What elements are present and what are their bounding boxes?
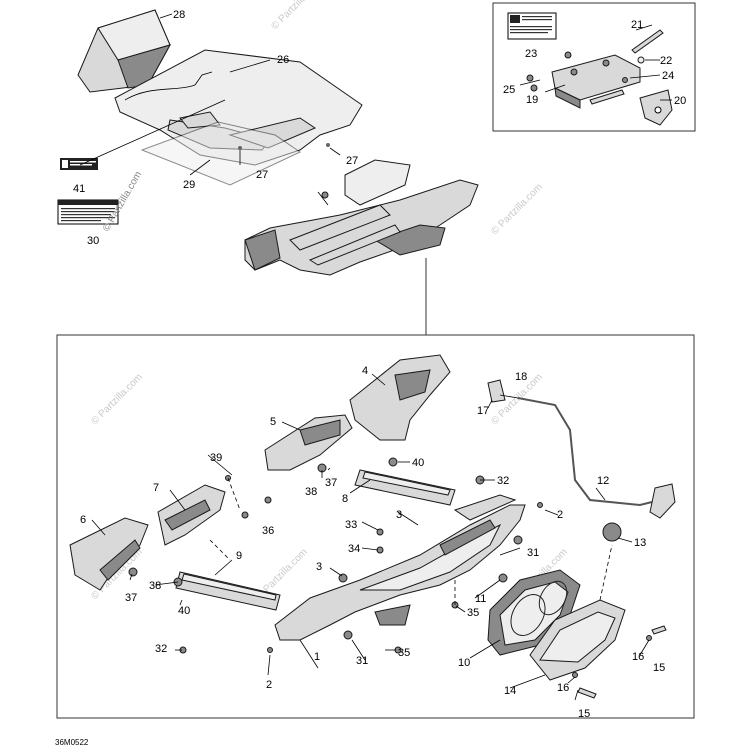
storage-cover — [77, 9, 172, 93]
callout-15a: 15 — [653, 662, 665, 674]
detail-box — [56, 334, 695, 719]
callout-36: 36 — [262, 525, 274, 537]
callout-35b: 35 — [398, 647, 410, 659]
callout-23: 23 — [525, 48, 537, 60]
clip-22 — [637, 56, 645, 64]
bulb-13 — [602, 522, 622, 542]
plate-20 — [639, 89, 673, 126]
callout-11: 11 — [475, 593, 486, 605]
callout-31a: 31 — [527, 547, 539, 559]
callout-35a: 35 — [467, 607, 479, 619]
callout-31b: 31 — [356, 655, 368, 667]
rail-8 — [354, 469, 456, 506]
callout-38b: 38 — [149, 580, 161, 592]
callout-16b: 16 — [557, 682, 569, 694]
bracket-7 — [157, 484, 226, 546]
bracket-5 — [264, 414, 353, 471]
callout-41: 41 — [73, 183, 85, 195]
callout-7: 7 — [153, 482, 159, 494]
decal-23 — [507, 12, 557, 40]
connector-17 — [487, 379, 506, 403]
nut-23 — [564, 51, 572, 59]
callout-8: 8 — [342, 493, 348, 505]
callout-15b: 15 — [578, 708, 590, 720]
callout-39: 39 — [210, 452, 222, 464]
wire-harness-12 — [517, 397, 661, 507]
callout-14: 14 — [504, 685, 516, 697]
callout-32a: 32 — [497, 475, 509, 487]
callout-40a: 40 — [412, 457, 424, 469]
callout-40b: 40 — [178, 605, 190, 617]
callout-37b: 37 — [125, 592, 137, 604]
bumper-1 — [274, 494, 526, 641]
callout-25: 25 — [503, 84, 515, 96]
callout-2b: 2 — [266, 679, 272, 691]
watermark: © Partzilla.com — [269, 0, 324, 32]
callout-27b: 27 — [256, 169, 268, 181]
washer-25 — [526, 74, 534, 82]
callout-33: 33 — [345, 519, 357, 531]
callout-12: 12 — [597, 475, 609, 487]
callout-3b: 3 — [316, 561, 322, 573]
callout-4: 4 — [362, 365, 368, 377]
callout-29: 29 — [183, 179, 195, 191]
callout-5: 5 — [270, 416, 276, 428]
watermark: © Partzilla.com — [489, 182, 544, 237]
callout-1: 1 — [314, 651, 320, 663]
callout-6: 6 — [80, 514, 86, 526]
callout-21: 21 — [631, 19, 643, 31]
callout-3a: 3 — [396, 509, 402, 521]
callout-18: 18 — [515, 371, 527, 383]
callout-32b: 32 — [155, 643, 167, 655]
hitch-bracket — [551, 54, 641, 109]
callout-13: 13 — [634, 537, 646, 549]
callout-2a: 2 — [557, 509, 563, 521]
callout-28: 28 — [173, 9, 185, 21]
callout-16a: 16 — [632, 651, 644, 663]
hardware-group — [128, 457, 667, 699]
side-cover-6 — [69, 517, 149, 591]
callout-9: 9 — [236, 550, 242, 562]
callout-26: 26 — [277, 54, 289, 66]
warning-decal-30 — [57, 199, 119, 225]
bolt-24 — [589, 77, 628, 105]
callout-19: 19 — [526, 94, 538, 106]
callout-37a: 37 — [325, 477, 337, 489]
callout-20: 20 — [674, 95, 686, 107]
watermark: © Partzilla.com — [89, 372, 144, 427]
tail-lamp-14 — [529, 599, 626, 681]
side-panel-4 — [349, 354, 451, 441]
drawing-code: 36M0522 — [55, 738, 89, 747]
callout-30: 30 — [87, 235, 99, 247]
floor-mat — [140, 121, 302, 186]
inset-box-hitch — [492, 2, 696, 132]
callout-10: 10 — [458, 657, 470, 669]
callout-22: 22 — [660, 55, 672, 67]
callout-24: 24 — [662, 70, 674, 82]
harness-connector — [649, 483, 676, 519]
nut-25 — [530, 84, 538, 92]
callout-27a: 27 — [346, 155, 358, 167]
rail-9 — [175, 571, 281, 611]
callout-labels: 28 26 27 27 29 41 30 21 23 22 24 25 19 2… — [73, 9, 686, 720]
callout-34: 34 — [348, 543, 360, 555]
pin-21 — [631, 29, 664, 54]
bumper-assembly-overview — [244, 159, 479, 276]
callout-38a: 38 — [305, 486, 317, 498]
callout-17: 17 — [477, 405, 489, 417]
